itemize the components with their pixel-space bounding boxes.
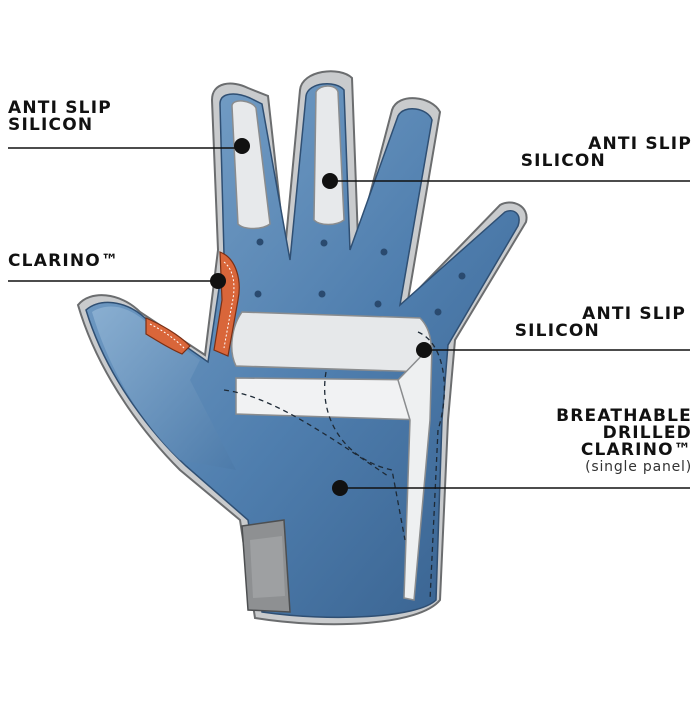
breathable-panel-seams [223,331,446,601]
palm-silicon-panel [230,311,433,601]
label-line: BREATHABLE [556,406,692,426]
label-line: ANTI SLIP [582,304,686,324]
label-breathable: BREATHABLE DRILLED CLARINO™ (single pane… [556,408,692,476]
label-line: DRILLED [602,423,692,443]
callout-dot-breathable [332,480,348,496]
label-clarino: CLARINO™ [8,253,119,270]
label-line: ANTI SLIP [8,98,112,118]
perforation-holes [254,238,466,316]
callout-dot-anti-slip-right-top [322,173,338,189]
callout-dot-anti-slip-right-mid [416,342,432,358]
clarino-stitching [149,261,235,349]
label-line: CLARINO™ [580,440,692,460]
label-line: SILICON [520,151,606,171]
callout-dot-clarino [210,273,226,289]
label-line: ANTI SLIP [588,134,692,154]
clarino-inserts [145,251,240,357]
label-line: SILICON [514,321,600,341]
callout-dot-anti-slip-left [234,138,250,154]
wrist-strap [241,519,291,613]
label-line: SILICON [8,115,94,135]
label-anti-slip-right-top: ANTI SLIP SILICON [521,136,692,170]
label-line: CLARINO™ [8,251,120,271]
label-anti-slip-right-mid: ANTI SLIP SILICON [515,306,686,340]
callout-dots [210,138,432,496]
finger-silicon-pads [231,85,345,230]
label-anti-slip-left: ANTI SLIP SILICON [8,100,112,134]
label-breathable-note: (single panel) [585,459,692,475]
leader-lines [8,147,690,489]
